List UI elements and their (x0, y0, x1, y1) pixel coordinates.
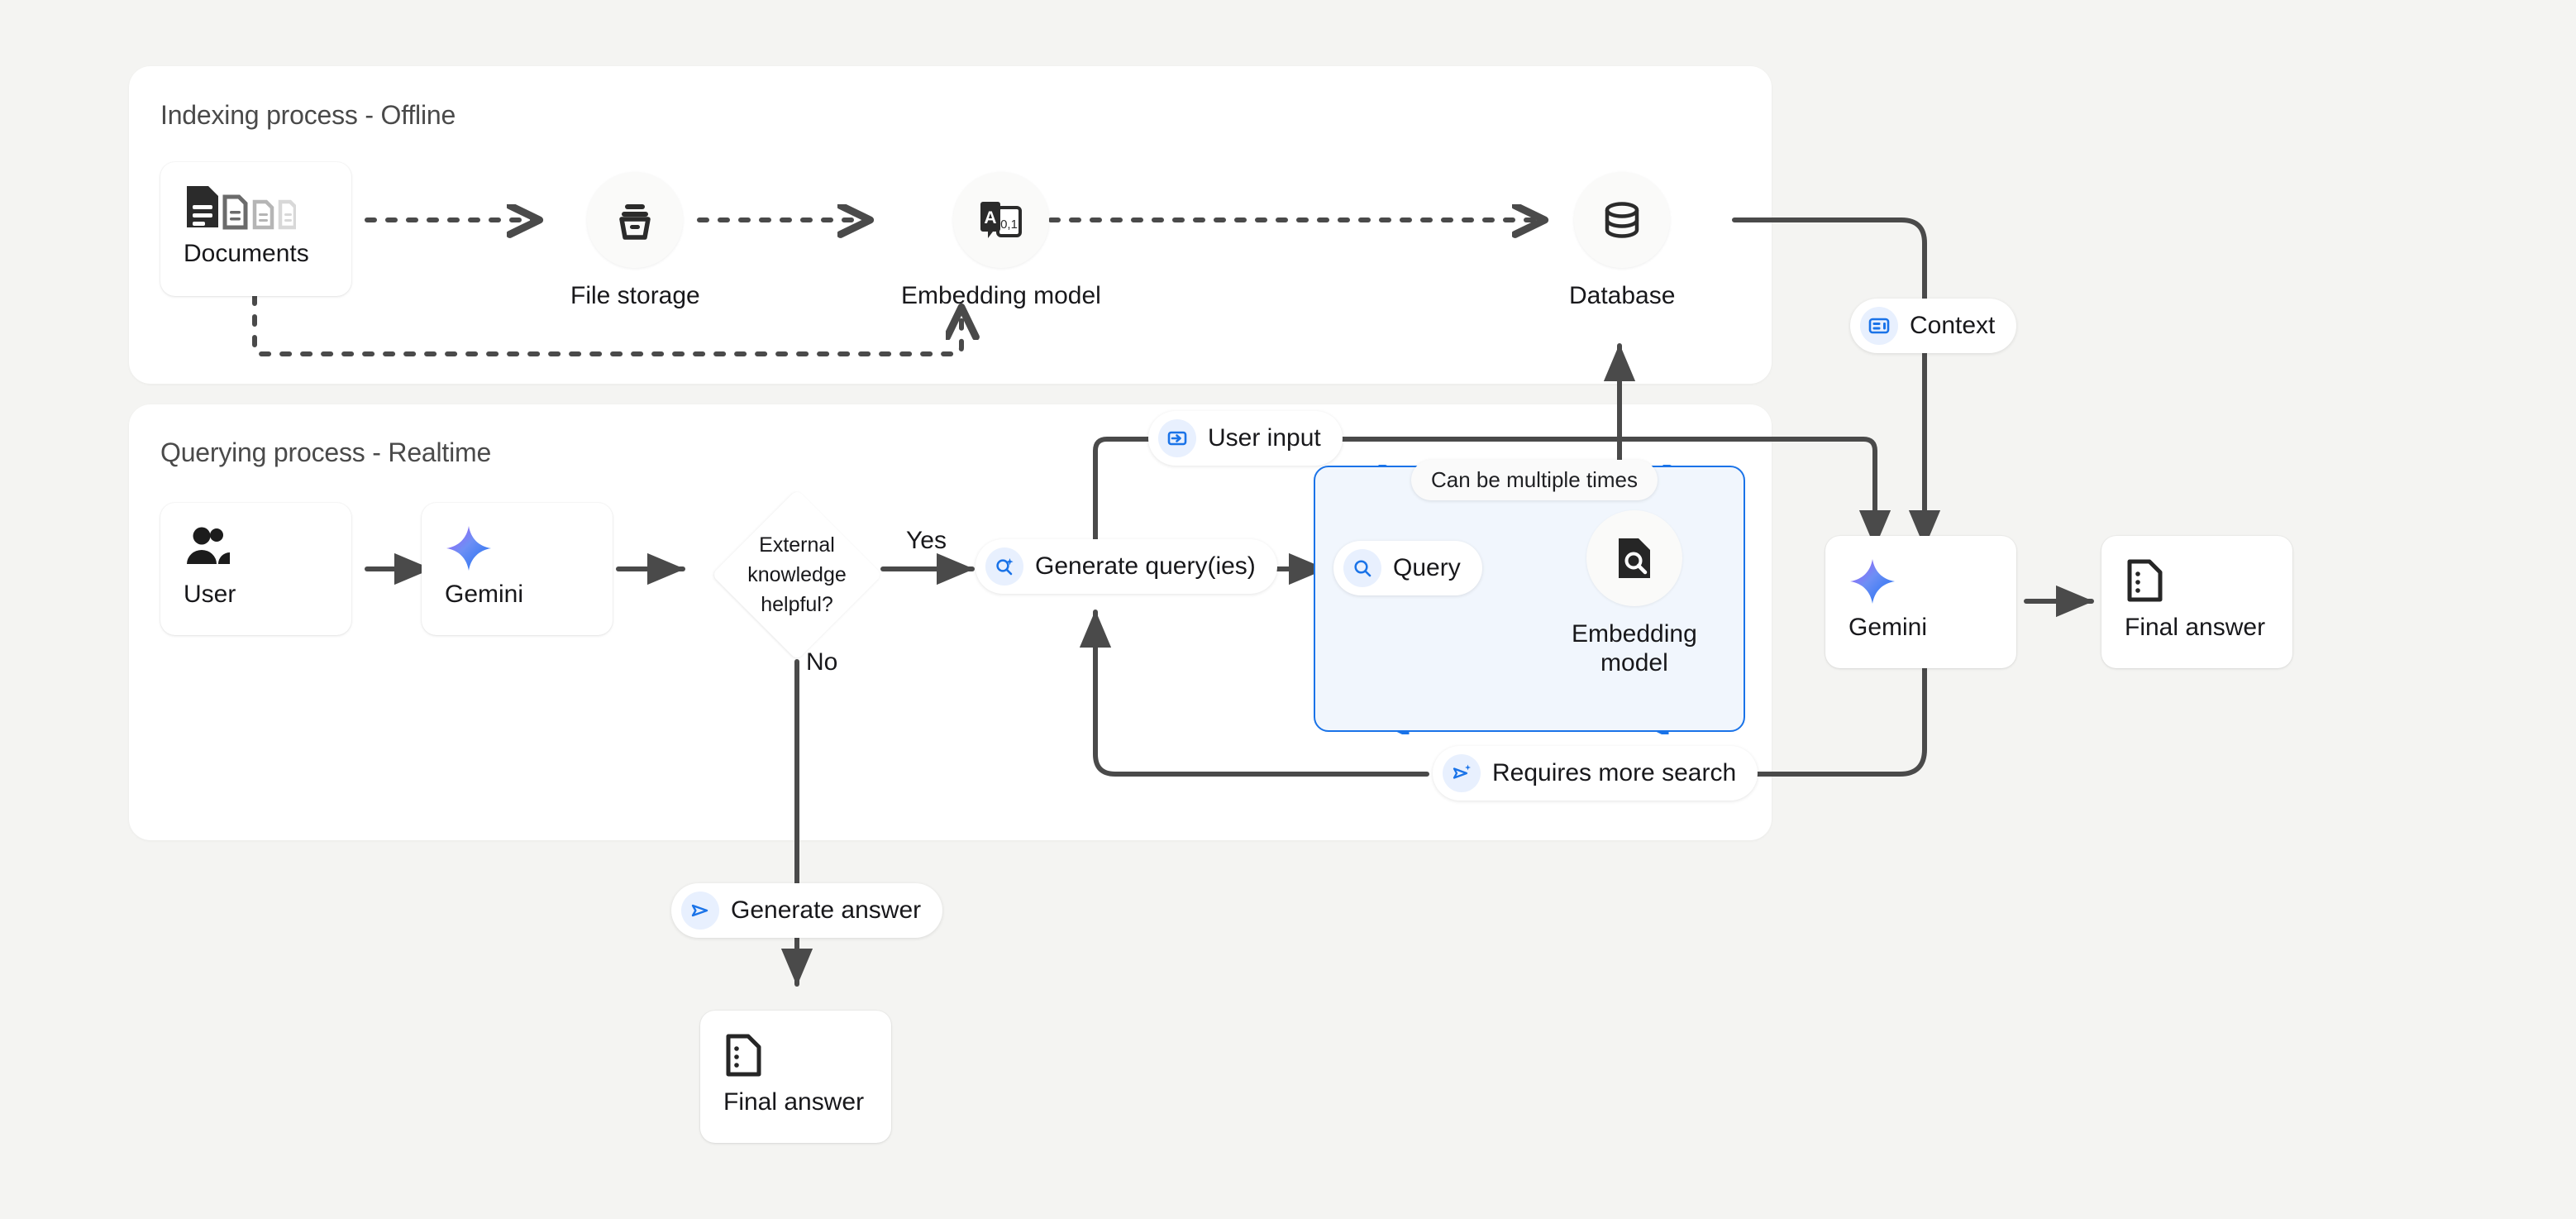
badge-label: Requires more search (1492, 759, 1737, 786)
gemini-sparkle-icon (1849, 557, 1993, 605)
send-icon (681, 892, 719, 930)
send-sparkle-icon (1443, 754, 1481, 792)
node-database[interactable]: Database (1569, 172, 1675, 310)
badge-user-input[interactable]: User input (1148, 411, 1343, 466)
node-label: Embedding model (1572, 620, 1697, 677)
node-gemini-right[interactable]: Gemini (1825, 536, 2016, 668)
search-sparkle-icon (985, 547, 1023, 586)
node-user[interactable]: User (160, 503, 351, 635)
answer-doc-icon (723, 1032, 868, 1080)
loop-container-multiple-times (1314, 466, 1745, 732)
badge-label: Generate query(ies) (1035, 552, 1256, 580)
node-embedding-model[interactable]: 0,1 A Embedding model (901, 172, 1101, 310)
panel-title-indexing: Indexing process - Offline (160, 100, 456, 130)
badge-label: Can be multiple times (1431, 467, 1638, 492)
node-final-answer-right[interactable]: Final answer (2101, 536, 2292, 668)
input-arrow-icon (1158, 419, 1196, 457)
svg-text:A: A (984, 208, 996, 227)
node-documents[interactable]: Documents (160, 162, 351, 296)
panel-title-querying: Querying process - Realtime (160, 437, 492, 467)
decision-external-knowledge[interactable]: External knowledge helpful? (711, 489, 883, 661)
node-gemini-left[interactable]: Gemini (422, 503, 613, 635)
node-label: Database (1569, 282, 1676, 309)
badge-label: User input (1208, 424, 1321, 452)
context-panel-icon (1860, 307, 1898, 345)
gemini-sparkle-icon (445, 524, 589, 572)
badge-context[interactable]: Context (1850, 299, 2017, 353)
node-final-answer-bottom[interactable]: Final answer (700, 1011, 891, 1143)
node-label: Gemini (1849, 614, 1928, 641)
node-label: Embedding model (901, 282, 1101, 309)
text-to-vector-icon: 0,1 A (952, 172, 1049, 268)
svg-text:0,1: 0,1 (1000, 218, 1018, 232)
archive-box-icon (587, 172, 684, 268)
edge-label-no: No (806, 648, 838, 676)
badge-generate-queries[interactable]: Generate query(ies) (976, 539, 1277, 594)
badge-query[interactable]: Query (1333, 541, 1482, 595)
database-icon (1574, 172, 1671, 268)
badge-label: Generate answer (731, 896, 922, 924)
decision-label: External knowledge helpful? (747, 533, 847, 617)
node-label: Gemini (445, 581, 524, 608)
document-search-icon (1586, 510, 1682, 606)
node-label: User (184, 581, 236, 608)
edge-label-yes: Yes (906, 527, 947, 554)
badge-generate-answer[interactable]: Generate answer (671, 883, 943, 938)
node-label: Final answer (2125, 614, 2266, 641)
badge-can-be-multiple-times: Can be multiple times (1411, 460, 1658, 500)
node-label: Documents (184, 240, 309, 267)
badge-requires-more-search[interactable]: Requires more search (1433, 746, 1758, 801)
documents-icon (184, 184, 328, 232)
users-icon (184, 524, 328, 572)
node-embedding-model-query[interactable]: Embedding model (1572, 510, 1697, 678)
answer-doc-icon (2125, 557, 2269, 605)
search-icon (1343, 549, 1381, 587)
node-label: Final answer (723, 1088, 865, 1116)
node-file-storage[interactable]: File storage (570, 172, 700, 310)
badge-label: Context (1910, 312, 1996, 339)
node-label: File storage (570, 282, 700, 309)
badge-label: Query (1393, 554, 1461, 581)
